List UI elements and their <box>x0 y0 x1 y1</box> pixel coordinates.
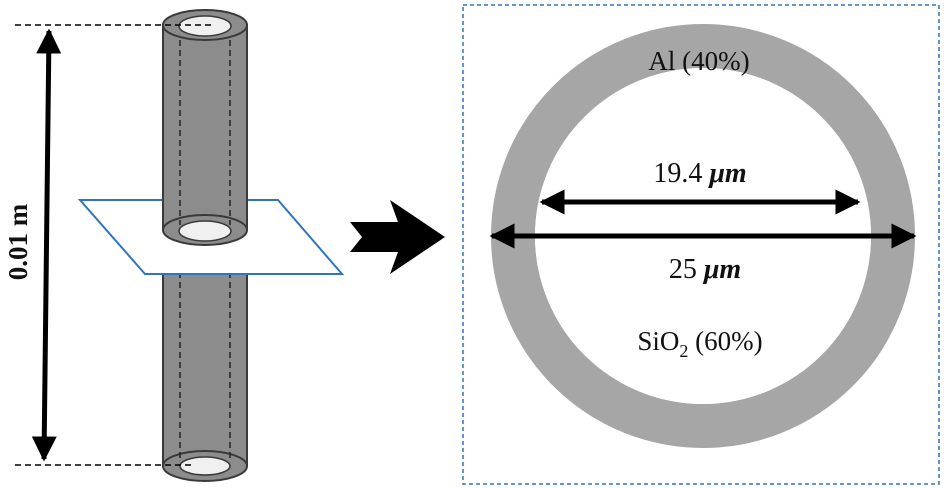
cylinder-top-core <box>178 15 232 37</box>
outer-diameter-label: 25 μm <box>669 254 741 285</box>
sio2-suffix: (60%) <box>688 326 762 356</box>
cylinder-bottom-core <box>179 456 231 476</box>
al-label: Al (40%) <box>648 46 749 76</box>
inner-diameter-unit: μm <box>707 158 746 189</box>
length-arrow <box>31 28 62 462</box>
outer-diameter-value: 25 <box>669 254 697 285</box>
sio2-label: SiO2 (60%) <box>637 326 762 361</box>
outer-diameter-unit: μm <box>702 254 741 285</box>
cross-section: Al (40%) 19.4 μm 25 μm SiO2 (60%) <box>489 24 917 448</box>
transition-arrow <box>350 200 445 274</box>
sio2-prefix: SiO <box>637 326 679 356</box>
inner-diameter-value: 19.4 <box>653 158 702 189</box>
inner-diameter-label: 19.4 μm <box>653 158 746 189</box>
sio2-subscript: 2 <box>679 341 688 361</box>
cross-section-frame <box>462 4 940 485</box>
fiber-cylinder <box>77 9 345 482</box>
cylinder-upper-body <box>162 24 248 231</box>
length-dimension: 0.01 m <box>3 24 215 466</box>
length-label: 0.01 m <box>3 203 33 280</box>
cylinder-section-core <box>178 220 232 242</box>
